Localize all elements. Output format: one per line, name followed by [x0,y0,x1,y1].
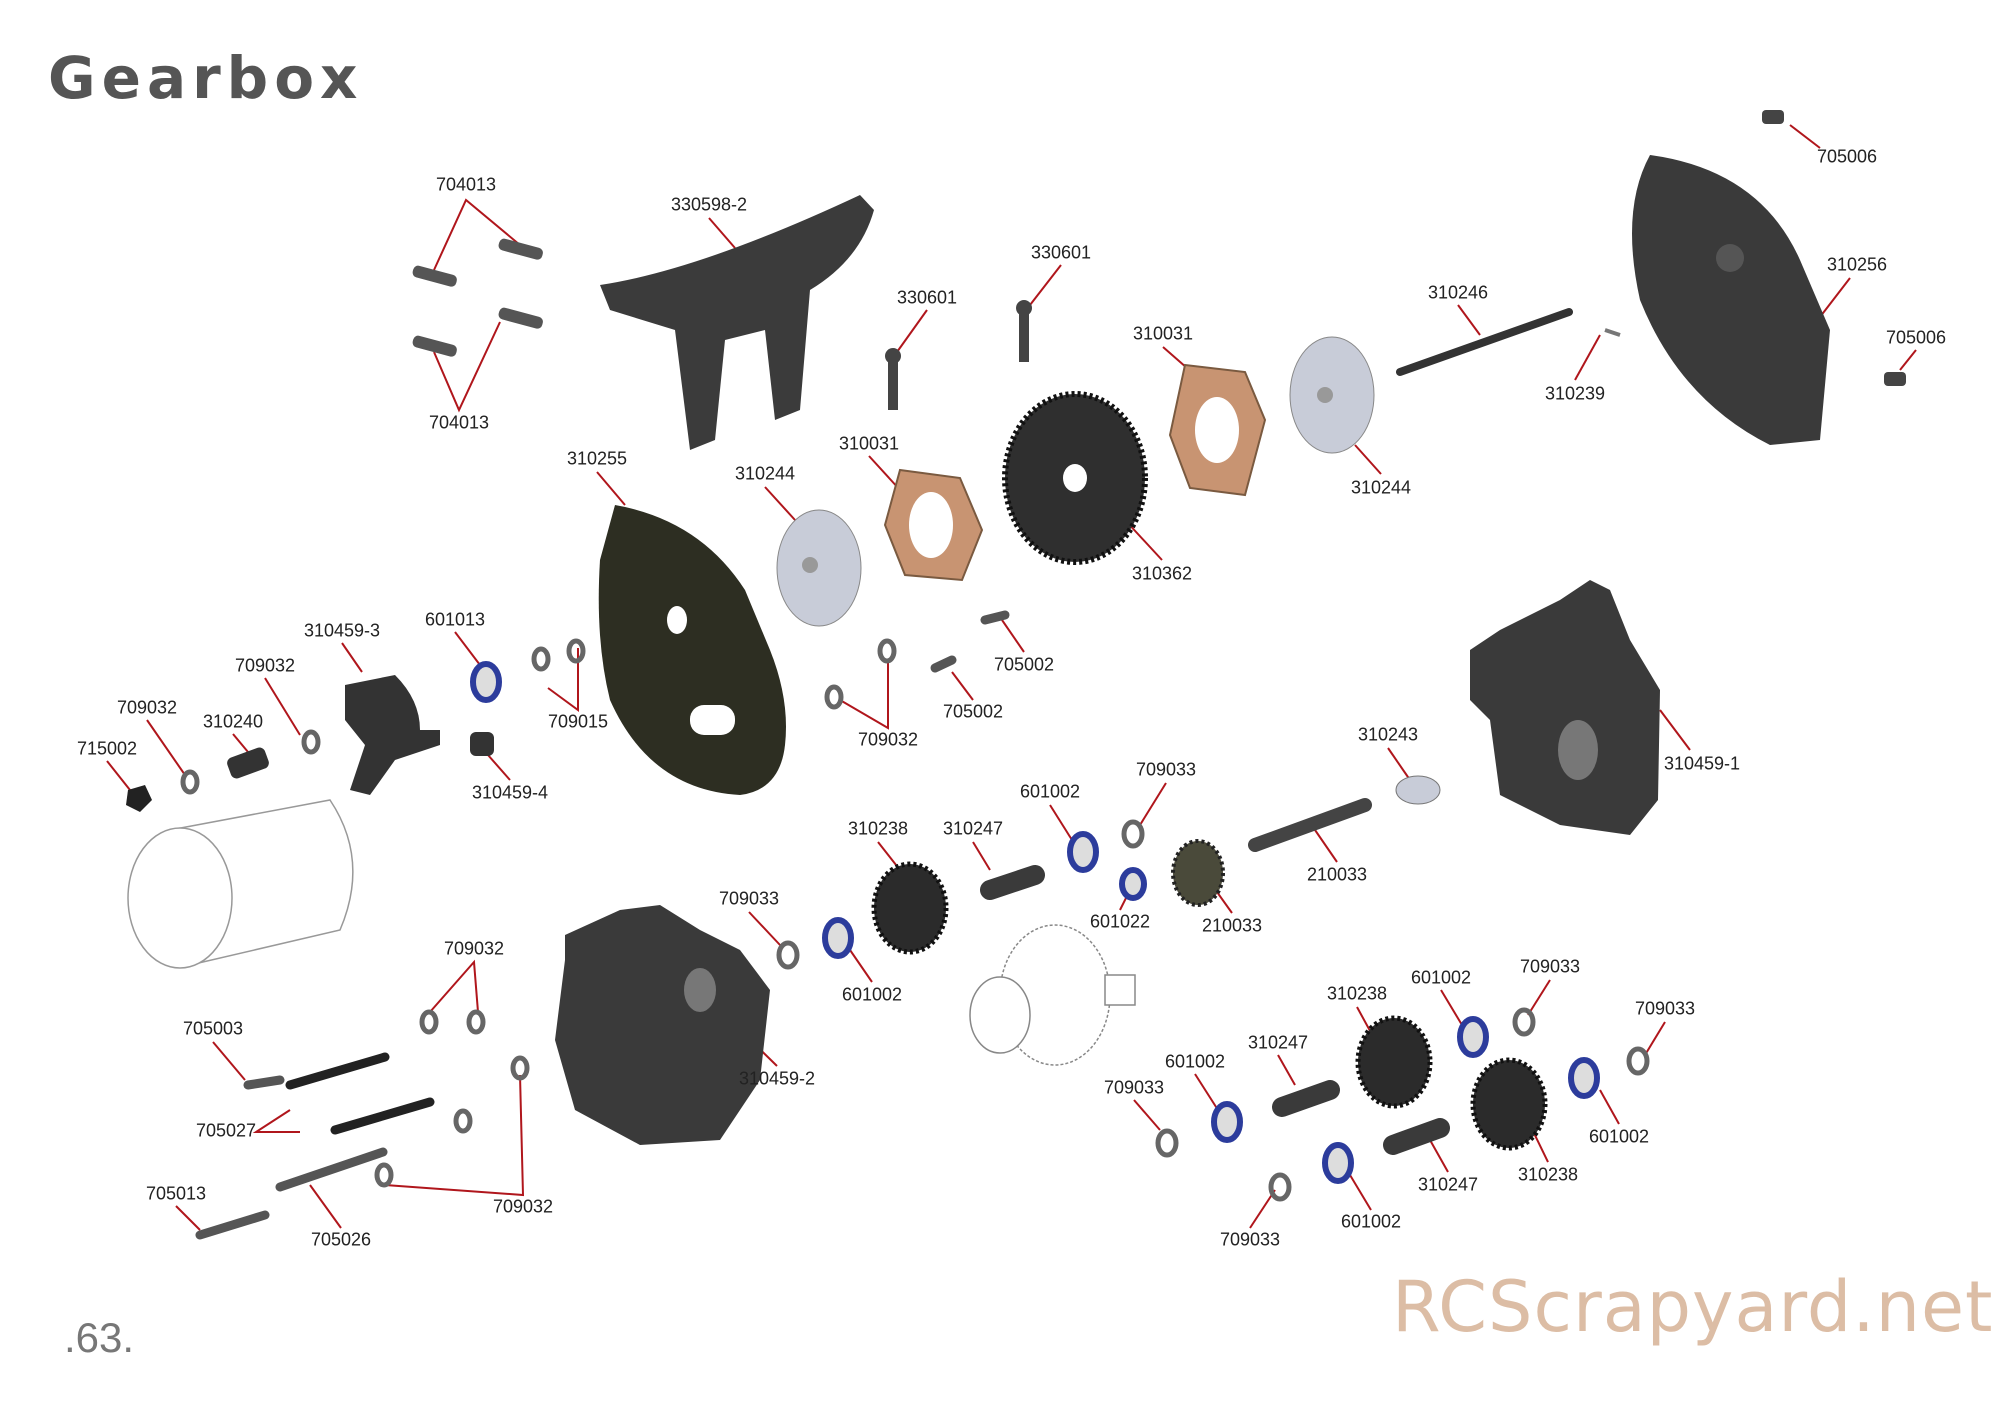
part-label: 705026 [310,1229,372,1250]
part-label: 330601 [1030,242,1092,263]
part-label: 601002 [1410,967,1472,988]
spur-gear-part [1002,391,1148,565]
part-label: 310244 [1350,477,1412,498]
part-label: 310459-1 [1663,753,1741,774]
shaft-part [1396,308,1573,376]
shaft-part [980,865,1450,1155]
part-label: 709033 [1135,759,1197,780]
part-label: 709033 [1219,1229,1281,1250]
part-label: 310459-4 [471,782,549,803]
motor-plate-part [598,505,786,795]
part-label: 310243 [1357,724,1419,745]
part-label: 601002 [1588,1126,1650,1147]
part-label: 310256 [1826,254,1888,275]
differential-part [969,924,1136,1066]
part-label: 310247 [1417,1174,1479,1195]
page-number: .63. [64,1314,135,1361]
part-label: 310244 [734,463,796,484]
gearbox-housing-right-part [1470,580,1660,835]
screw-icon [412,238,543,357]
motor-part [127,799,354,969]
ball-stud-icon [885,300,1032,410]
page-title: Gearbox [48,44,364,112]
part-label: 709032 [234,655,296,676]
pinion-gear-part [1171,839,1225,907]
motor-mount-part [345,675,440,795]
part-label: 310246 [1427,282,1489,303]
screw-icon [1762,110,1906,386]
part-label: 705003 [182,1018,244,1039]
part-label: 705002 [942,701,1004,722]
part-label: 310238 [1326,983,1388,1004]
gearbox-housing-left-part [555,905,770,1145]
output-shaft-part [1248,798,1372,852]
part-label: 709033 [1103,1077,1165,1098]
part-label: 709032 [492,1196,554,1217]
nut-icon [126,785,152,812]
part-label: 310247 [1247,1032,1309,1053]
part-label: 310459-2 [738,1068,816,1089]
part-label: 709015 [547,711,609,732]
part-label: 330601 [896,287,958,308]
watermark: RCScrapyard.net [1392,1266,1994,1348]
part-label: 210033 [1201,915,1263,936]
part-label: 704013 [428,412,490,433]
part-label: 310031 [1132,323,1194,344]
idler-gear-part [871,861,1548,1151]
washer-part [180,638,1650,1202]
part-label: 310362 [1131,563,1193,584]
part-label: 330598-2 [670,194,748,215]
part-label: 601022 [1089,911,1151,932]
part-label: 705006 [1885,327,1947,348]
spring-part [227,747,269,779]
shock-tower-part [600,195,874,450]
screw-icon [285,1052,435,1135]
part-label: 709033 [718,888,780,909]
part-label: 705013 [145,1183,207,1204]
part-label: 709033 [1634,998,1696,1019]
part-label: 709032 [443,938,505,959]
part-label: 601002 [1164,1051,1226,1072]
part-label: 601002 [1340,1211,1402,1232]
bearing-part [470,661,1600,1184]
part-label: 210033 [1306,864,1368,885]
bushing-part [470,732,494,756]
part-label: 709033 [1519,956,1581,977]
part-label: 310247 [942,818,1004,839]
part-label: 715002 [76,738,138,759]
part-label: 705027 [195,1120,257,1141]
gear-cover-part [1632,155,1830,445]
part-label: 601002 [841,984,903,1005]
part-label: 310238 [1517,1164,1579,1185]
part-label: 705006 [1816,146,1878,167]
part-label: 704013 [435,174,497,195]
part-label: 705002 [993,654,1055,675]
part-label: 310239 [1544,383,1606,404]
part-label: 601013 [424,609,486,630]
part-label: 310240 [202,711,264,732]
part-label: 310031 [838,433,900,454]
part-label: 310459-3 [303,620,381,641]
spacer-part [1395,775,1441,805]
part-label: 709032 [116,697,178,718]
part-label: 601002 [1019,781,1081,802]
part-label: 709032 [857,729,919,750]
screw-icon [195,610,1010,1240]
part-label: 310255 [566,448,628,469]
part-label: 310238 [847,818,909,839]
